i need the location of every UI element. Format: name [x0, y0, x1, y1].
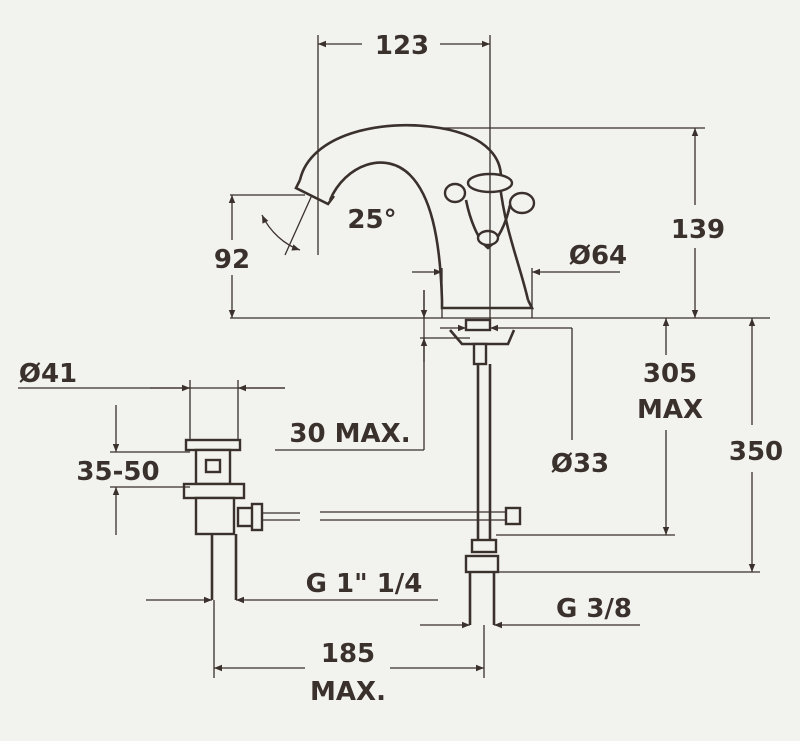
label-350: 350 — [729, 437, 783, 467]
faucet-body — [294, 124, 535, 310]
cross-handle — [443, 172, 536, 250]
dimension-lines — [18, 35, 770, 678]
label-dia-33: Ø33 — [551, 449, 609, 479]
label-305-max: MAX — [637, 395, 703, 425]
label-185: 185 — [321, 639, 375, 669]
label-g-1-1-4: G 1" 1/4 — [306, 569, 423, 599]
label-35-50: 35-50 — [76, 457, 159, 487]
label-123: 123 — [375, 31, 429, 61]
label-dia-64: Ø64 — [569, 241, 627, 271]
dimension-labels: 123 139 92 25° Ø64 Ø41 35-50 30 MAX. Ø33… — [19, 31, 783, 707]
label-25-degrees: 25° — [347, 205, 396, 235]
label-185-max: MAX. — [310, 677, 386, 707]
label-305: 305 — [643, 359, 697, 389]
label-g-3-8: G 3/8 — [556, 594, 632, 624]
label-92: 92 — [214, 245, 250, 275]
label-dia-41: Ø41 — [19, 359, 77, 389]
label-139: 139 — [671, 215, 725, 245]
pop-up-waste — [182, 438, 300, 600]
label-30-max: 30 MAX. — [289, 419, 410, 449]
